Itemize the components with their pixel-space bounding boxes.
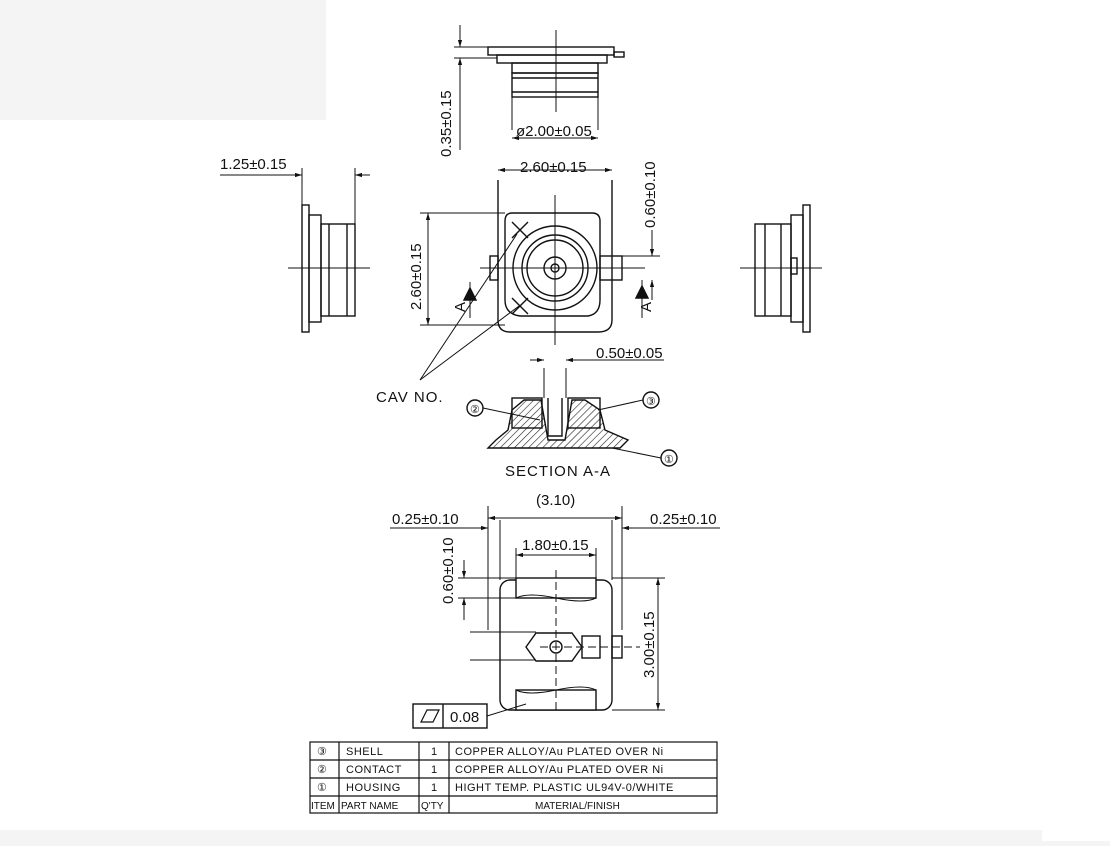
dim-plan-width: 2.60±0.15 <box>520 159 587 176</box>
bom-material: HIGHT TEMP. PLASTIC UL94V-0/WHITE <box>455 782 674 794</box>
dim-plan-height: 2.60±0.15 <box>408 243 425 310</box>
plan-view <box>419 167 660 381</box>
bom-qty: 1 <box>431 746 438 758</box>
section-title: SECTION A-A <box>505 463 611 480</box>
callout-3: ③ <box>646 396 656 408</box>
bom-header-part: PART NAME <box>341 801 399 812</box>
bom-item: ① <box>317 782 327 794</box>
bom-header-material: MATERIAL/FINISH <box>535 801 620 812</box>
callout-1: ① <box>664 454 674 466</box>
bom-row: ③ SHELL 1 COPPER ALLOY/Au PLATED OVER Ni <box>317 746 664 758</box>
dim-footprint-height: 3.00±0.15 <box>641 611 658 678</box>
footprint-view <box>390 506 720 729</box>
flatness-value: 0.08 <box>450 709 479 726</box>
top-view <box>454 25 625 150</box>
bom-qty: 1 <box>431 764 438 776</box>
dim-top-height: 0.35±0.15 <box>438 90 455 157</box>
bom-material: COPPER ALLOY/Au PLATED OVER Ni <box>455 746 664 758</box>
dim-plan-offset: 0.60±0.10 <box>642 161 659 228</box>
bom-part: CONTACT <box>346 764 402 776</box>
dim-section-width: 0.50±0.05 <box>596 345 663 362</box>
bom-row: ① HOUSING 1 HIGHT TEMP. PLASTIC UL94V-0/… <box>317 782 674 794</box>
dim-footprint-left: 0.25±0.10 <box>392 511 459 528</box>
bom-table <box>309 741 718 814</box>
bom-header-item: ITEM <box>311 801 335 812</box>
callout-2: ② <box>470 404 480 416</box>
dim-footprint-pad-height: 0.60±0.10 <box>440 537 457 604</box>
paper <box>326 0 1042 830</box>
bom-part: SHELL <box>346 746 383 758</box>
dim-left-width: 1.25±0.15 <box>220 156 287 173</box>
section-mark-left: A <box>452 302 469 312</box>
bom-material: COPPER ALLOY/Au PLATED OVER Ni <box>455 764 664 776</box>
left-side-view <box>220 168 370 333</box>
bom-item: ③ <box>317 746 327 758</box>
bom-row: ② CONTACT 1 COPPER ALLOY/Au PLATED OVER … <box>317 764 664 776</box>
section-mark-right: A <box>638 302 655 312</box>
bom-part: HOUSING <box>346 782 401 794</box>
dim-footprint-pad: 1.80±0.15 <box>522 537 589 554</box>
dim-footprint-overall: (3.10) <box>536 492 575 509</box>
section-view <box>466 357 678 467</box>
dim-top-diameter: ø2.00±0.05 <box>516 123 592 140</box>
bom-item: ② <box>317 764 327 776</box>
right-side-view <box>740 204 822 333</box>
bom-header-row: ITEM PART NAME Q'TY MATERIAL/FINISH <box>311 801 620 812</box>
dim-footprint-right: 0.25±0.10 <box>650 511 717 528</box>
cav-no-label: CAV NO. <box>376 389 444 406</box>
bom-header-qty: Q'TY <box>421 801 444 812</box>
bom-qty: 1 <box>431 782 438 794</box>
